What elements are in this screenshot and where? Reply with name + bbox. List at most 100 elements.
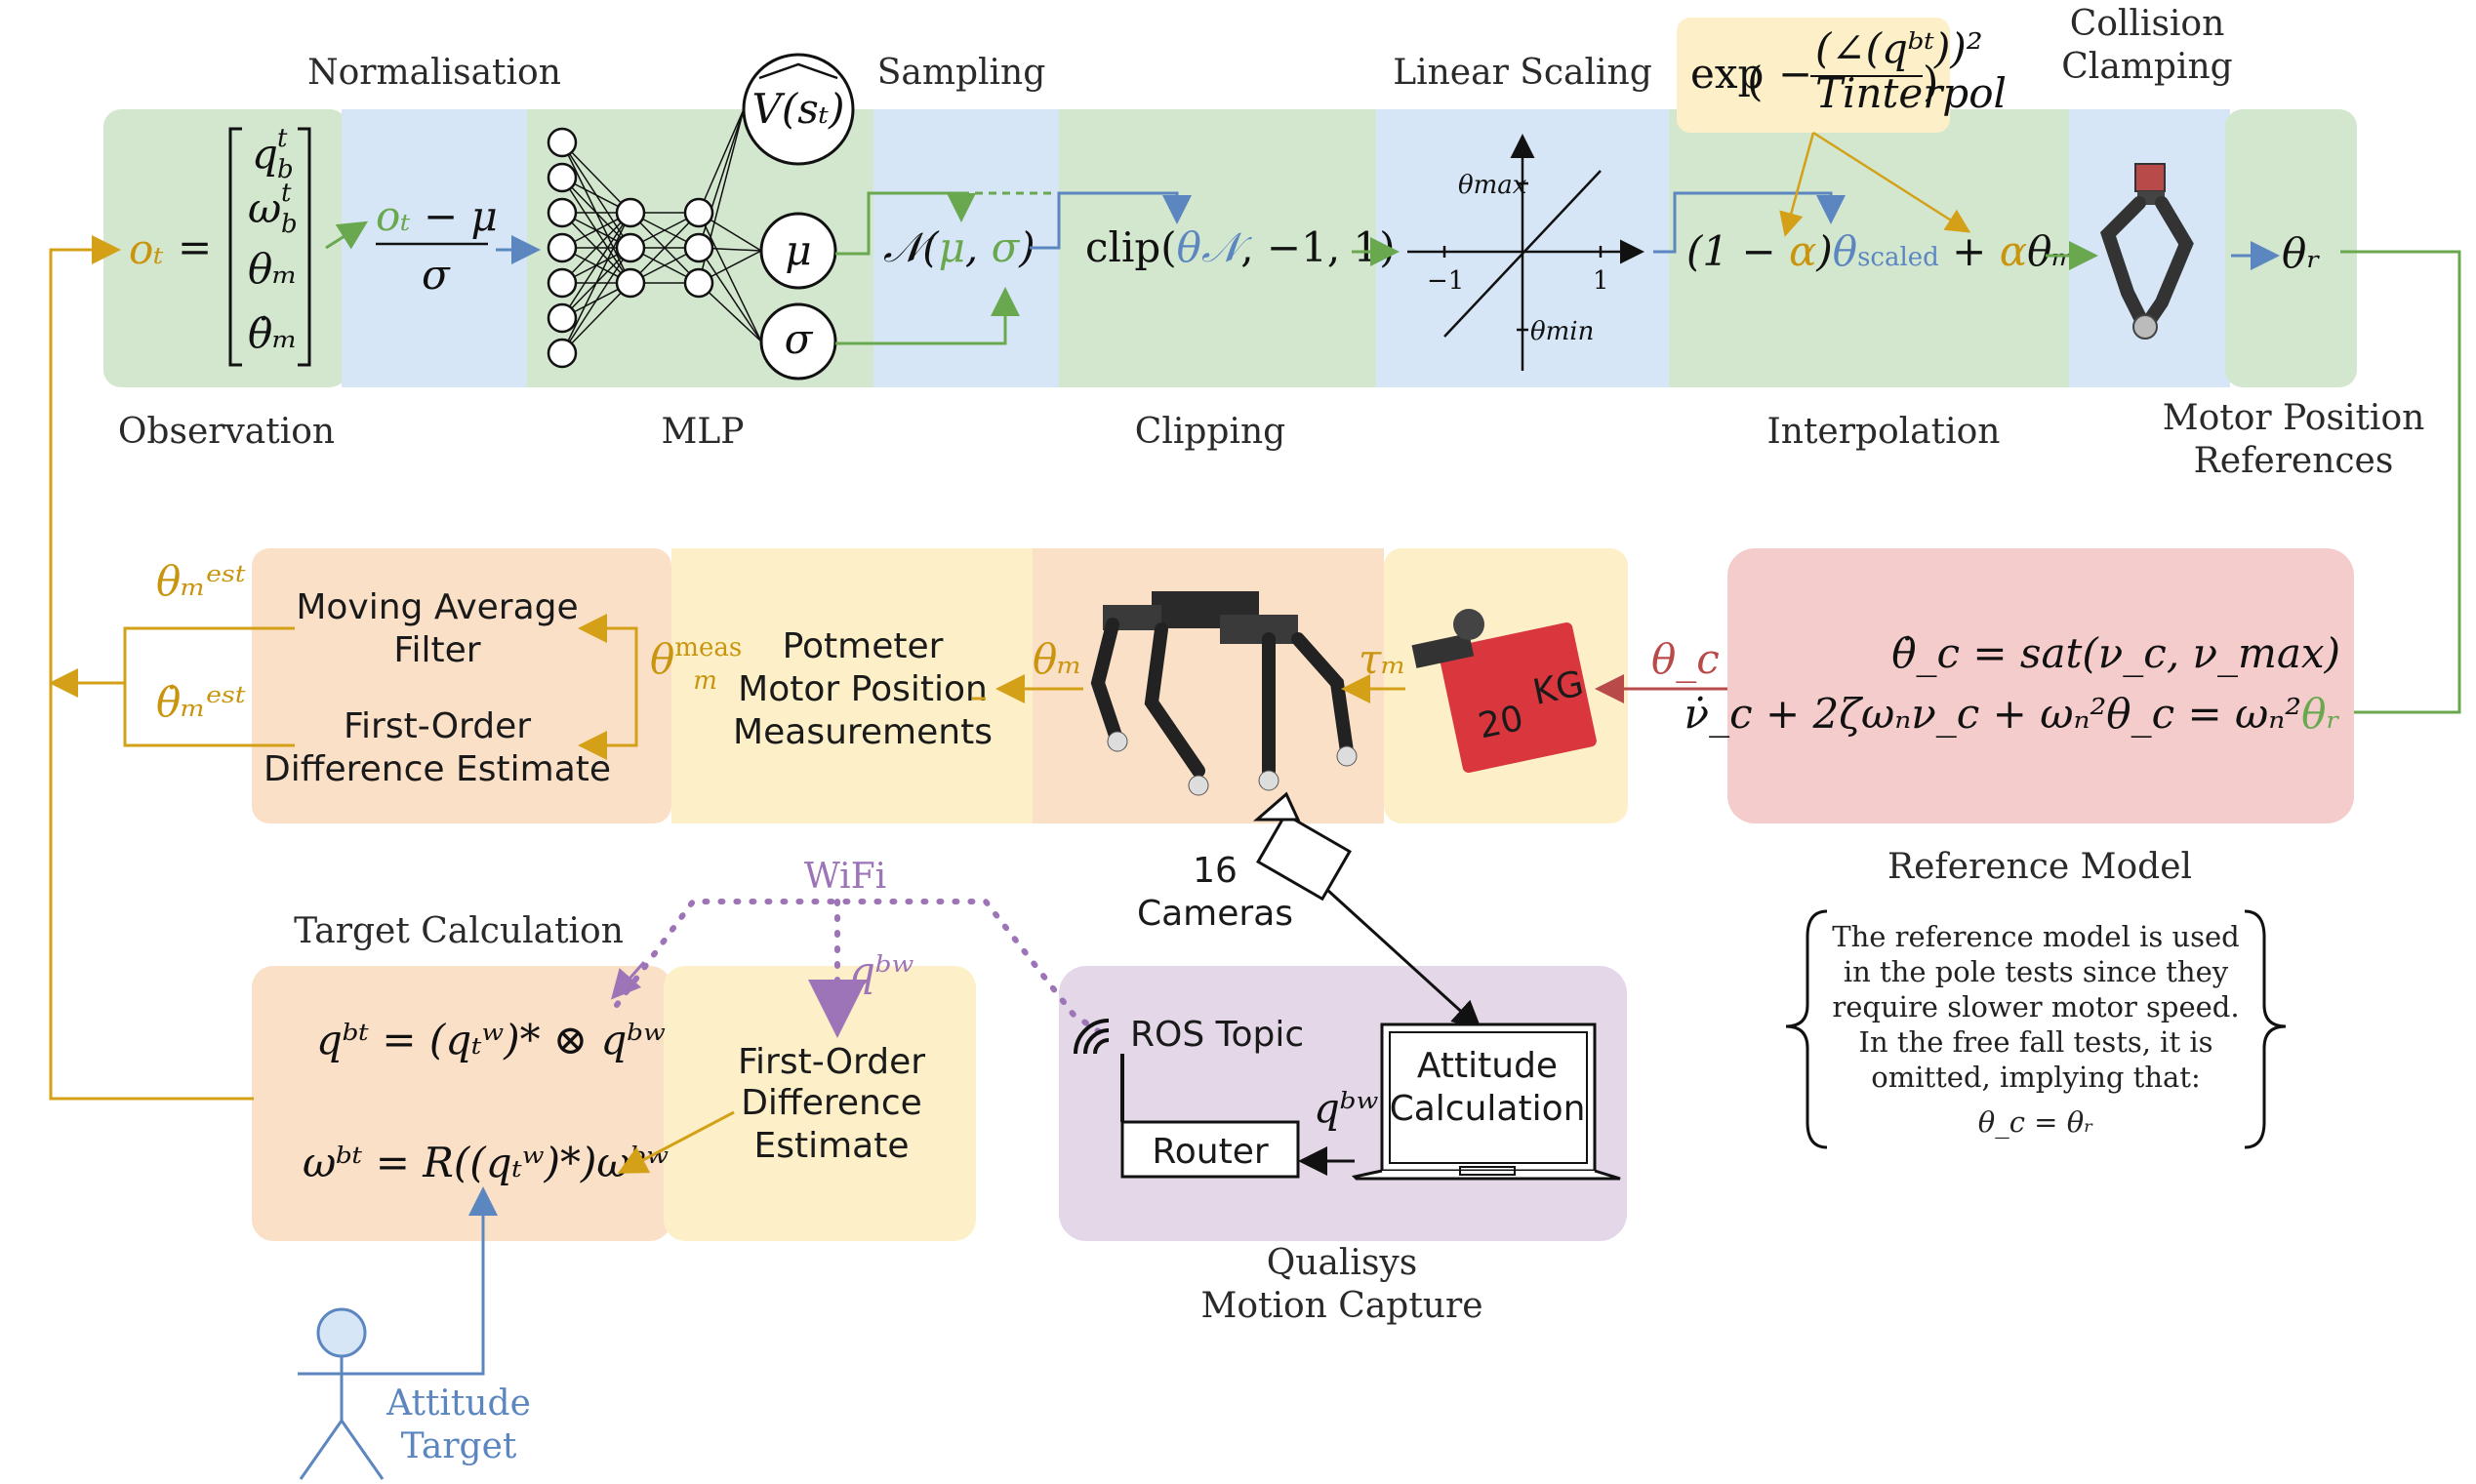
obs-vec-theta: θₘ bbox=[248, 245, 298, 293]
note-brace-right bbox=[2244, 909, 2287, 1149]
moving-average-2: Filter bbox=[393, 630, 480, 670]
theta-r-symbol: θᵣ bbox=[2282, 229, 2321, 277]
mlp-node bbox=[547, 338, 578, 369]
obs-vec-omega-sub: b bbox=[281, 210, 298, 239]
cameras-label: Cameras bbox=[1137, 894, 1293, 934]
arrow-obs-to-norm bbox=[325, 221, 369, 250]
clip-function: clip(θ𝒩, −1, 1) bbox=[1085, 223, 1396, 271]
obs-vec-theta-dot: θ̇ₘ bbox=[248, 309, 298, 357]
mlp-edge bbox=[561, 282, 631, 354]
value-hat bbox=[758, 62, 838, 80]
label-motor-ref-2: References bbox=[2194, 441, 2394, 481]
tick-pos-one: 1 bbox=[1593, 266, 1609, 296]
note-line-6: θ_c = θᵣ bbox=[1978, 1105, 2093, 1140]
wifi-label: WiFi bbox=[804, 857, 886, 897]
value-label: V(sₜ) bbox=[751, 85, 844, 133]
mlp-node bbox=[547, 127, 578, 158]
clamping-block bbox=[2069, 109, 2230, 387]
theta-max-label: θmax bbox=[1458, 171, 1527, 200]
theta-dot-est-label: θ̇ₘᵉˢᵗ bbox=[156, 678, 246, 726]
router-label: Router bbox=[1152, 1132, 1269, 1172]
mlp-node bbox=[615, 267, 646, 299]
leg-illustration bbox=[2099, 163, 2194, 340]
exp-label: exp bbox=[1690, 50, 1764, 98]
robot-illustration bbox=[1090, 591, 1358, 796]
obs-bracket-right bbox=[298, 127, 311, 367]
exp-paren-open: ( bbox=[1747, 58, 1763, 105]
ref-equation-1: θ̇_c = sat(ν_c, ν_max) bbox=[1891, 629, 2340, 677]
mlp-node bbox=[547, 232, 578, 263]
scaling-plot bbox=[1407, 134, 1644, 371]
theta-m-label: θₘ bbox=[1033, 635, 1082, 683]
note-brace-left bbox=[1785, 909, 1828, 1149]
mlp-edge bbox=[698, 212, 762, 342]
mlp-node bbox=[683, 197, 714, 228]
normal-distribution: 𝒩(μ, σ) bbox=[883, 223, 1035, 271]
clipping-block bbox=[1059, 109, 1376, 387]
label-normalisation: Normalisation bbox=[307, 53, 561, 93]
arrow-normal-to-clip bbox=[1030, 191, 1192, 250]
interpolation-block bbox=[1669, 109, 2069, 387]
obs-vec-omega: ω bbox=[248, 184, 281, 232]
sampling-block bbox=[873, 109, 1059, 387]
first-order-1: First-Order bbox=[344, 706, 531, 746]
arrow-target-to-eq bbox=[342, 1186, 498, 1376]
cameras-count: 16 bbox=[1193, 851, 1238, 891]
target-eq-1: qᵇᵗ = (qₜʷ)* ⊗ qᵇʷ bbox=[316, 1016, 666, 1063]
first-order-2: Difference Estimate bbox=[264, 749, 611, 789]
mlp-node bbox=[547, 162, 578, 193]
obs-equals: = bbox=[178, 223, 212, 271]
laptop-icon bbox=[1351, 1023, 1621, 1181]
q-bw-router-label: qᵇʷ bbox=[1314, 1084, 1379, 1132]
theta-est-label: θₘᵉˢᵗ bbox=[156, 557, 246, 605]
label-observation: Observation bbox=[118, 412, 335, 452]
fo-est-3: Estimate bbox=[753, 1126, 909, 1166]
motor-ref-block bbox=[2225, 109, 2357, 387]
qualisys-1: Qualisys bbox=[1267, 1243, 1417, 1283]
fo-est-1: First-Order bbox=[738, 1042, 925, 1082]
mlp-network bbox=[547, 108, 762, 369]
label-clamping: Clamping bbox=[2061, 47, 2232, 87]
tick-neg-one: −1 bbox=[1427, 266, 1464, 296]
mlp-node bbox=[547, 197, 578, 228]
attitude-calc-2: Calculation bbox=[1390, 1089, 1586, 1129]
potmeter-2: Motor Position bbox=[738, 669, 988, 709]
arrow-exp-to-alpha2 bbox=[1812, 131, 1971, 233]
exp-denominator: Tinterpol bbox=[1815, 69, 2007, 117]
label-motor-ref-1: Motor Position bbox=[2163, 398, 2425, 438]
arrow-sigma-to-normal bbox=[835, 287, 1020, 345]
label-collision: Collision bbox=[2070, 4, 2225, 44]
theta-min-label: θmin bbox=[1530, 317, 1594, 346]
note-line-4: In the free fall tests, it is bbox=[1859, 1025, 2213, 1059]
wifi-dotted-line bbox=[614, 899, 1106, 1037]
fo-est-2: Difference bbox=[741, 1083, 922, 1123]
q-bw-wifi-label: qᵇʷ bbox=[849, 947, 914, 995]
attitude-calc-1: Attitude bbox=[1417, 1046, 1558, 1086]
servo-text-20: 20 bbox=[1475, 699, 1526, 747]
sigma-label: σ bbox=[785, 315, 814, 363]
obs-bracket-left bbox=[228, 127, 242, 367]
arrow-scale-to-interp bbox=[1653, 191, 1846, 254]
obs-vec-omega-sup: t bbox=[281, 179, 292, 208]
person-icon bbox=[298, 1307, 386, 1480]
exp-paren-close: ) bbox=[1923, 58, 1938, 105]
exp-minus: − bbox=[1778, 50, 1812, 98]
label-interpolation: Interpolation bbox=[1767, 412, 2001, 452]
potmeter-3: Measurements bbox=[733, 712, 993, 752]
wifi-to-target bbox=[611, 961, 646, 1000]
label-target-calc: Target Calculation bbox=[294, 911, 624, 951]
mlp-node bbox=[683, 267, 714, 299]
mlp-node bbox=[683, 232, 714, 263]
target-eq-2: ωᵇᵗ = R((qₜʷ)*)ωᵇʷ bbox=[303, 1139, 669, 1186]
potmeter-1: Potmeter bbox=[783, 626, 944, 666]
arrow-fo-to-target bbox=[617, 1110, 735, 1174]
feedback-estimates bbox=[123, 626, 295, 747]
arrow-camera-to-laptop bbox=[1325, 888, 1482, 1031]
arrow-mu-to-normal bbox=[835, 191, 976, 256]
mu-node bbox=[759, 212, 837, 290]
exp-numerator: (∠(qᵇᵗ))² bbox=[1815, 24, 1983, 72]
mlp-node bbox=[615, 232, 646, 263]
mlp-edge bbox=[561, 247, 631, 354]
router-box bbox=[1120, 1120, 1300, 1179]
